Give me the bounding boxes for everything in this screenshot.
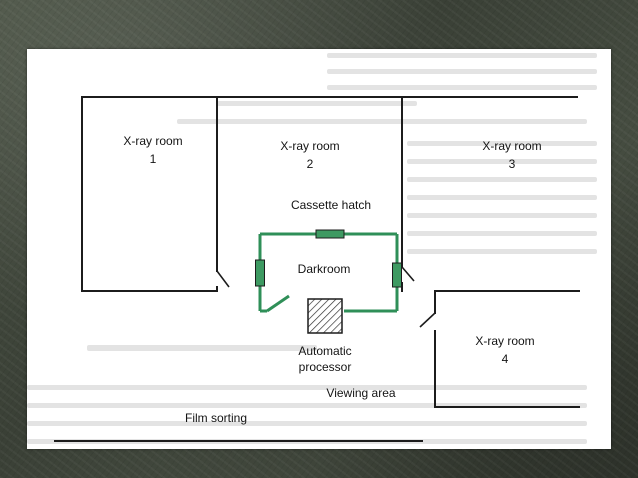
- xray-department-floor-plan: X-ray room 1 X-ray room 2 X-ray room 3 X…: [54, 96, 580, 442]
- faded-background-text: [27, 53, 597, 444]
- darkroom-door: [266, 294, 290, 313]
- room3-number: 3: [509, 157, 516, 171]
- room3-name: X-ray room: [482, 139, 541, 153]
- processor-label-line1: Automatic: [298, 344, 351, 358]
- room2-name: X-ray room: [280, 139, 339, 153]
- darkroom-right-hatch: [392, 262, 402, 288]
- darkroom-left-hatch: [255, 259, 265, 287]
- darkroom-label: Darkroom: [298, 262, 351, 276]
- automatic-processor: [307, 298, 343, 334]
- cassette-hatch-label: Cassette hatch: [291, 198, 371, 212]
- slide: X-ray room 1 X-ray room 2 X-ray room 3 X…: [27, 49, 611, 449]
- viewing-area-label: Viewing area: [326, 386, 395, 400]
- film-sorting-label: Film sorting: [185, 411, 247, 425]
- door-room2: [401, 266, 415, 282]
- cassette-hatch: [315, 229, 345, 239]
- room4-number: 4: [502, 352, 509, 366]
- room1-name: X-ray room: [123, 134, 182, 148]
- room4-name: X-ray room: [475, 334, 534, 348]
- door-room1: [216, 270, 230, 288]
- room2-number: 2: [307, 157, 314, 171]
- room1-number: 1: [150, 152, 157, 166]
- processor-label-line2: processor: [299, 360, 352, 374]
- door-room4: [419, 312, 436, 328]
